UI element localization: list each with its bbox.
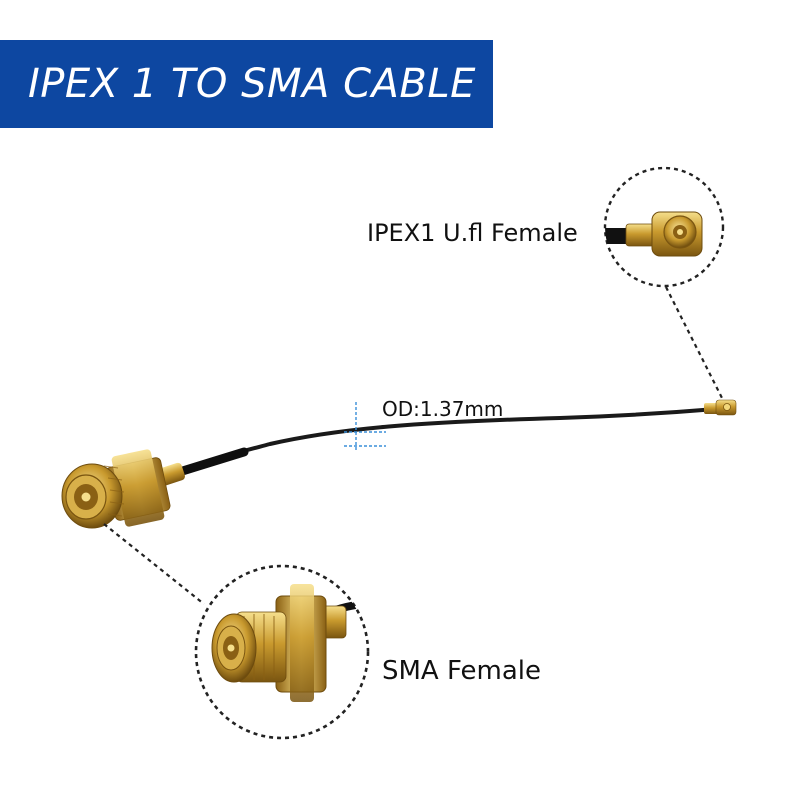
ipex-callout (603, 166, 725, 288)
ipex-connector-label: IPEX1 U.fl Female (367, 219, 578, 247)
sma-connector-large (61, 449, 186, 529)
outer-diameter-label: OD:1.37mm (382, 397, 504, 421)
title-banner: IPEX 1 TO SMA CABLE (0, 40, 493, 128)
sma-callout (194, 564, 370, 740)
ipex-callout-leader (665, 286, 723, 399)
cable-sleeve (171, 447, 249, 478)
sma-connector-label: SMA Female (382, 656, 541, 686)
sma-callout-leader (103, 523, 205, 605)
banner-title: IPEX 1 TO SMA CABLE (28, 61, 476, 107)
ipex-connector-small (704, 399, 737, 416)
od-dimension-marker (344, 402, 386, 450)
